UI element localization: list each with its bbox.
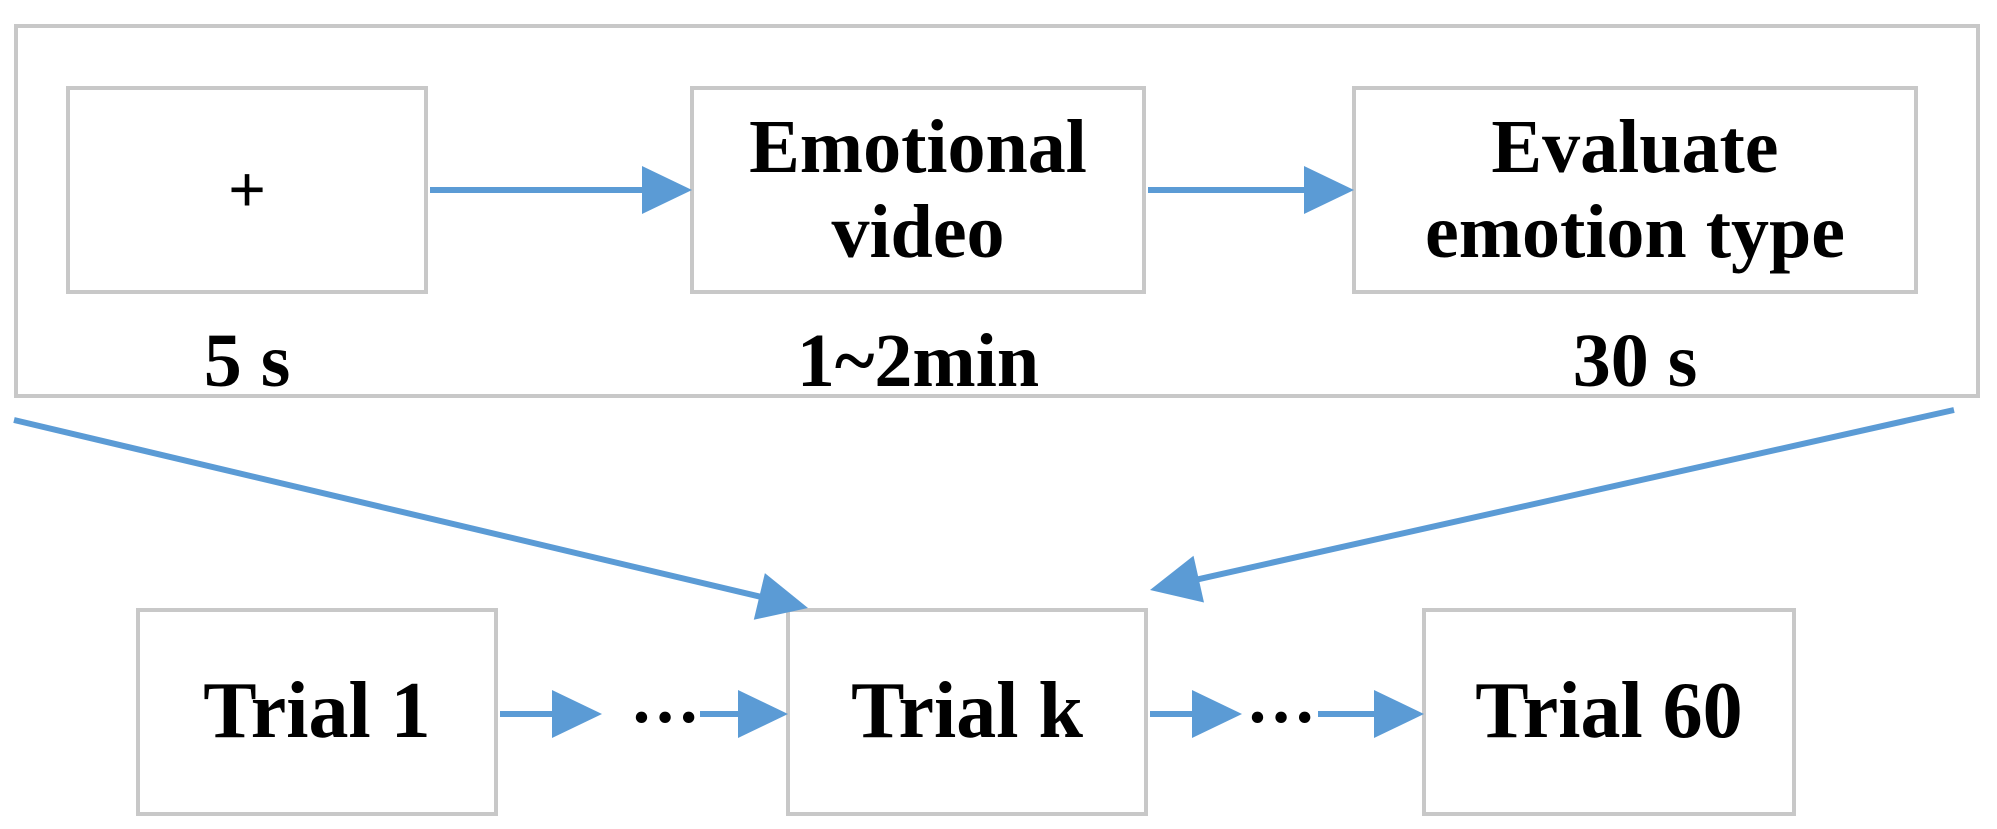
video-duration: 1~2min bbox=[796, 319, 1040, 403]
arrow-frame-left-to-trial-k bbox=[13, 417, 808, 620]
fixation-cross-label: + bbox=[228, 153, 266, 226]
trial-k-box: Trial k bbox=[786, 608, 1148, 816]
emotional-video-label: Emotional video bbox=[749, 104, 1087, 274]
evaluate-emotion-box: Evaluate emotion type bbox=[1352, 86, 1918, 294]
arrow-trial-k-to-ellipsis bbox=[1150, 690, 1242, 738]
evaluation-duration: 30 s bbox=[1572, 319, 1698, 403]
ellipsis-right: … bbox=[1246, 661, 1316, 738]
arrow-trial-1-to-ellipsis bbox=[500, 690, 602, 738]
trial-1-label: Trial 1 bbox=[203, 667, 431, 756]
trial-detail-frame bbox=[14, 24, 1980, 398]
arrow-frame-right-to-trial-k bbox=[1150, 407, 1955, 603]
evaluate-emotion-label: Evaluate emotion type bbox=[1424, 104, 1846, 274]
arrow-ellipsis-to-trial-60 bbox=[1318, 690, 1424, 738]
fixation-duration: 5 s bbox=[203, 319, 291, 403]
arrow-video-to-evaluate bbox=[1148, 166, 1354, 214]
arrow-ellipsis-to-trial-k bbox=[700, 690, 788, 738]
trial-k-label: Trial k bbox=[851, 667, 1083, 756]
arrow-fixation-to-video bbox=[430, 166, 692, 214]
trial-60-label: Trial 60 bbox=[1475, 667, 1743, 756]
ellipsis-left: … bbox=[630, 661, 700, 738]
emotional-video-box: Emotional video bbox=[690, 86, 1146, 294]
trial-60-box: Trial 60 bbox=[1422, 608, 1796, 816]
fixation-cross-box: + bbox=[66, 86, 428, 294]
trial-1-box: Trial 1 bbox=[136, 608, 498, 816]
